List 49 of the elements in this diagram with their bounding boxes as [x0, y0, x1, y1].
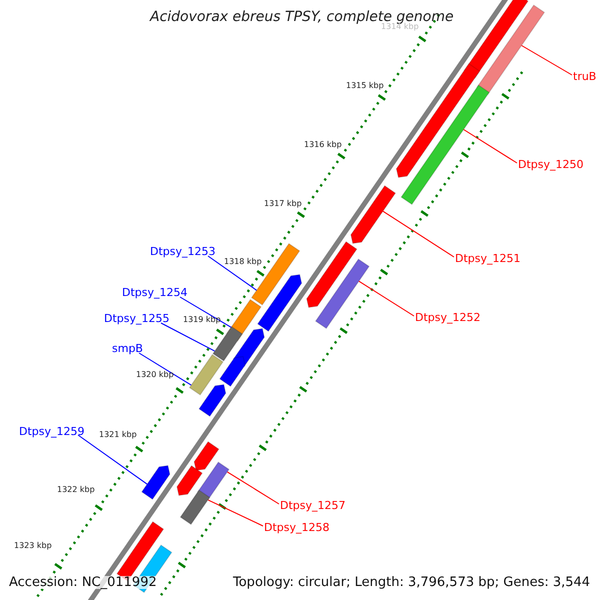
- scale-label: 1320 kbp: [136, 371, 174, 379]
- scale-label: 1321 kbp: [99, 431, 137, 439]
- gene-feature: [400, 84, 490, 206]
- leader-line: [382, 210, 454, 258]
- gene-label: smpB: [112, 343, 143, 354]
- gene-label: Dtpsy_1259: [19, 426, 85, 437]
- gene-label: Dtpsy_1255: [104, 313, 170, 324]
- gene-label: Dtpsy_1250: [518, 159, 584, 170]
- accession-text: Accession: NC_011992: [9, 576, 157, 588]
- leader-line: [208, 499, 264, 526]
- leader-line: [226, 471, 280, 504]
- title: Acidovorax ebreus TPSY, complete genome: [150, 10, 454, 24]
- gene-feature: [176, 465, 203, 496]
- scale-label: 1316 kbp: [304, 141, 342, 149]
- gene-feature: [350, 185, 396, 244]
- gene-feature: [212, 326, 243, 362]
- leader-line: [78, 434, 148, 485]
- leader-line: [521, 45, 572, 76]
- gene-label: Dtpsy_1257: [280, 500, 346, 511]
- scale-label: 1314 kbp: [381, 23, 419, 31]
- gene-feature: [188, 354, 224, 396]
- leader-line: [358, 280, 414, 316]
- gene-feature: [198, 384, 226, 417]
- gene-label: Dtpsy_1254: [122, 287, 188, 298]
- gene-feature: [194, 441, 220, 471]
- scale-label: 1317 kbp: [264, 200, 302, 208]
- leader-line: [463, 129, 518, 164]
- gene-feature: [257, 274, 302, 332]
- leader-line: [138, 352, 192, 386]
- gene-label: Dtpsy_1252: [415, 312, 481, 323]
- leader-line: [180, 296, 232, 328]
- scale-label: 1322 kbp: [57, 486, 95, 494]
- gene-feature: [180, 489, 210, 526]
- gene-label: Dtpsy_1258: [264, 522, 330, 533]
- leader-line: [208, 256, 258, 291]
- scale-label: 1315 kbp: [346, 82, 384, 90]
- scale-label: 1318 kbp: [224, 258, 262, 266]
- scale-label: 1319 kbp: [183, 316, 221, 324]
- gene-feature: [396, 63, 480, 178]
- gene-label: truB: [573, 71, 596, 82]
- gene-label: Dtpsy_1253: [150, 246, 216, 257]
- gene-feature: [314, 258, 370, 330]
- scale-label: 1323 kbp: [14, 542, 52, 550]
- leader-line: [160, 322, 216, 352]
- gene-feature: [306, 241, 358, 308]
- gene-feature: [141, 465, 170, 500]
- gene-feature: [219, 356, 246, 387]
- gene-label: Dtpsy_1251: [455, 253, 521, 264]
- summary-text: Topology: circular; Length: 3,796,573 bp; Genes: 3,544: [233, 576, 590, 588]
